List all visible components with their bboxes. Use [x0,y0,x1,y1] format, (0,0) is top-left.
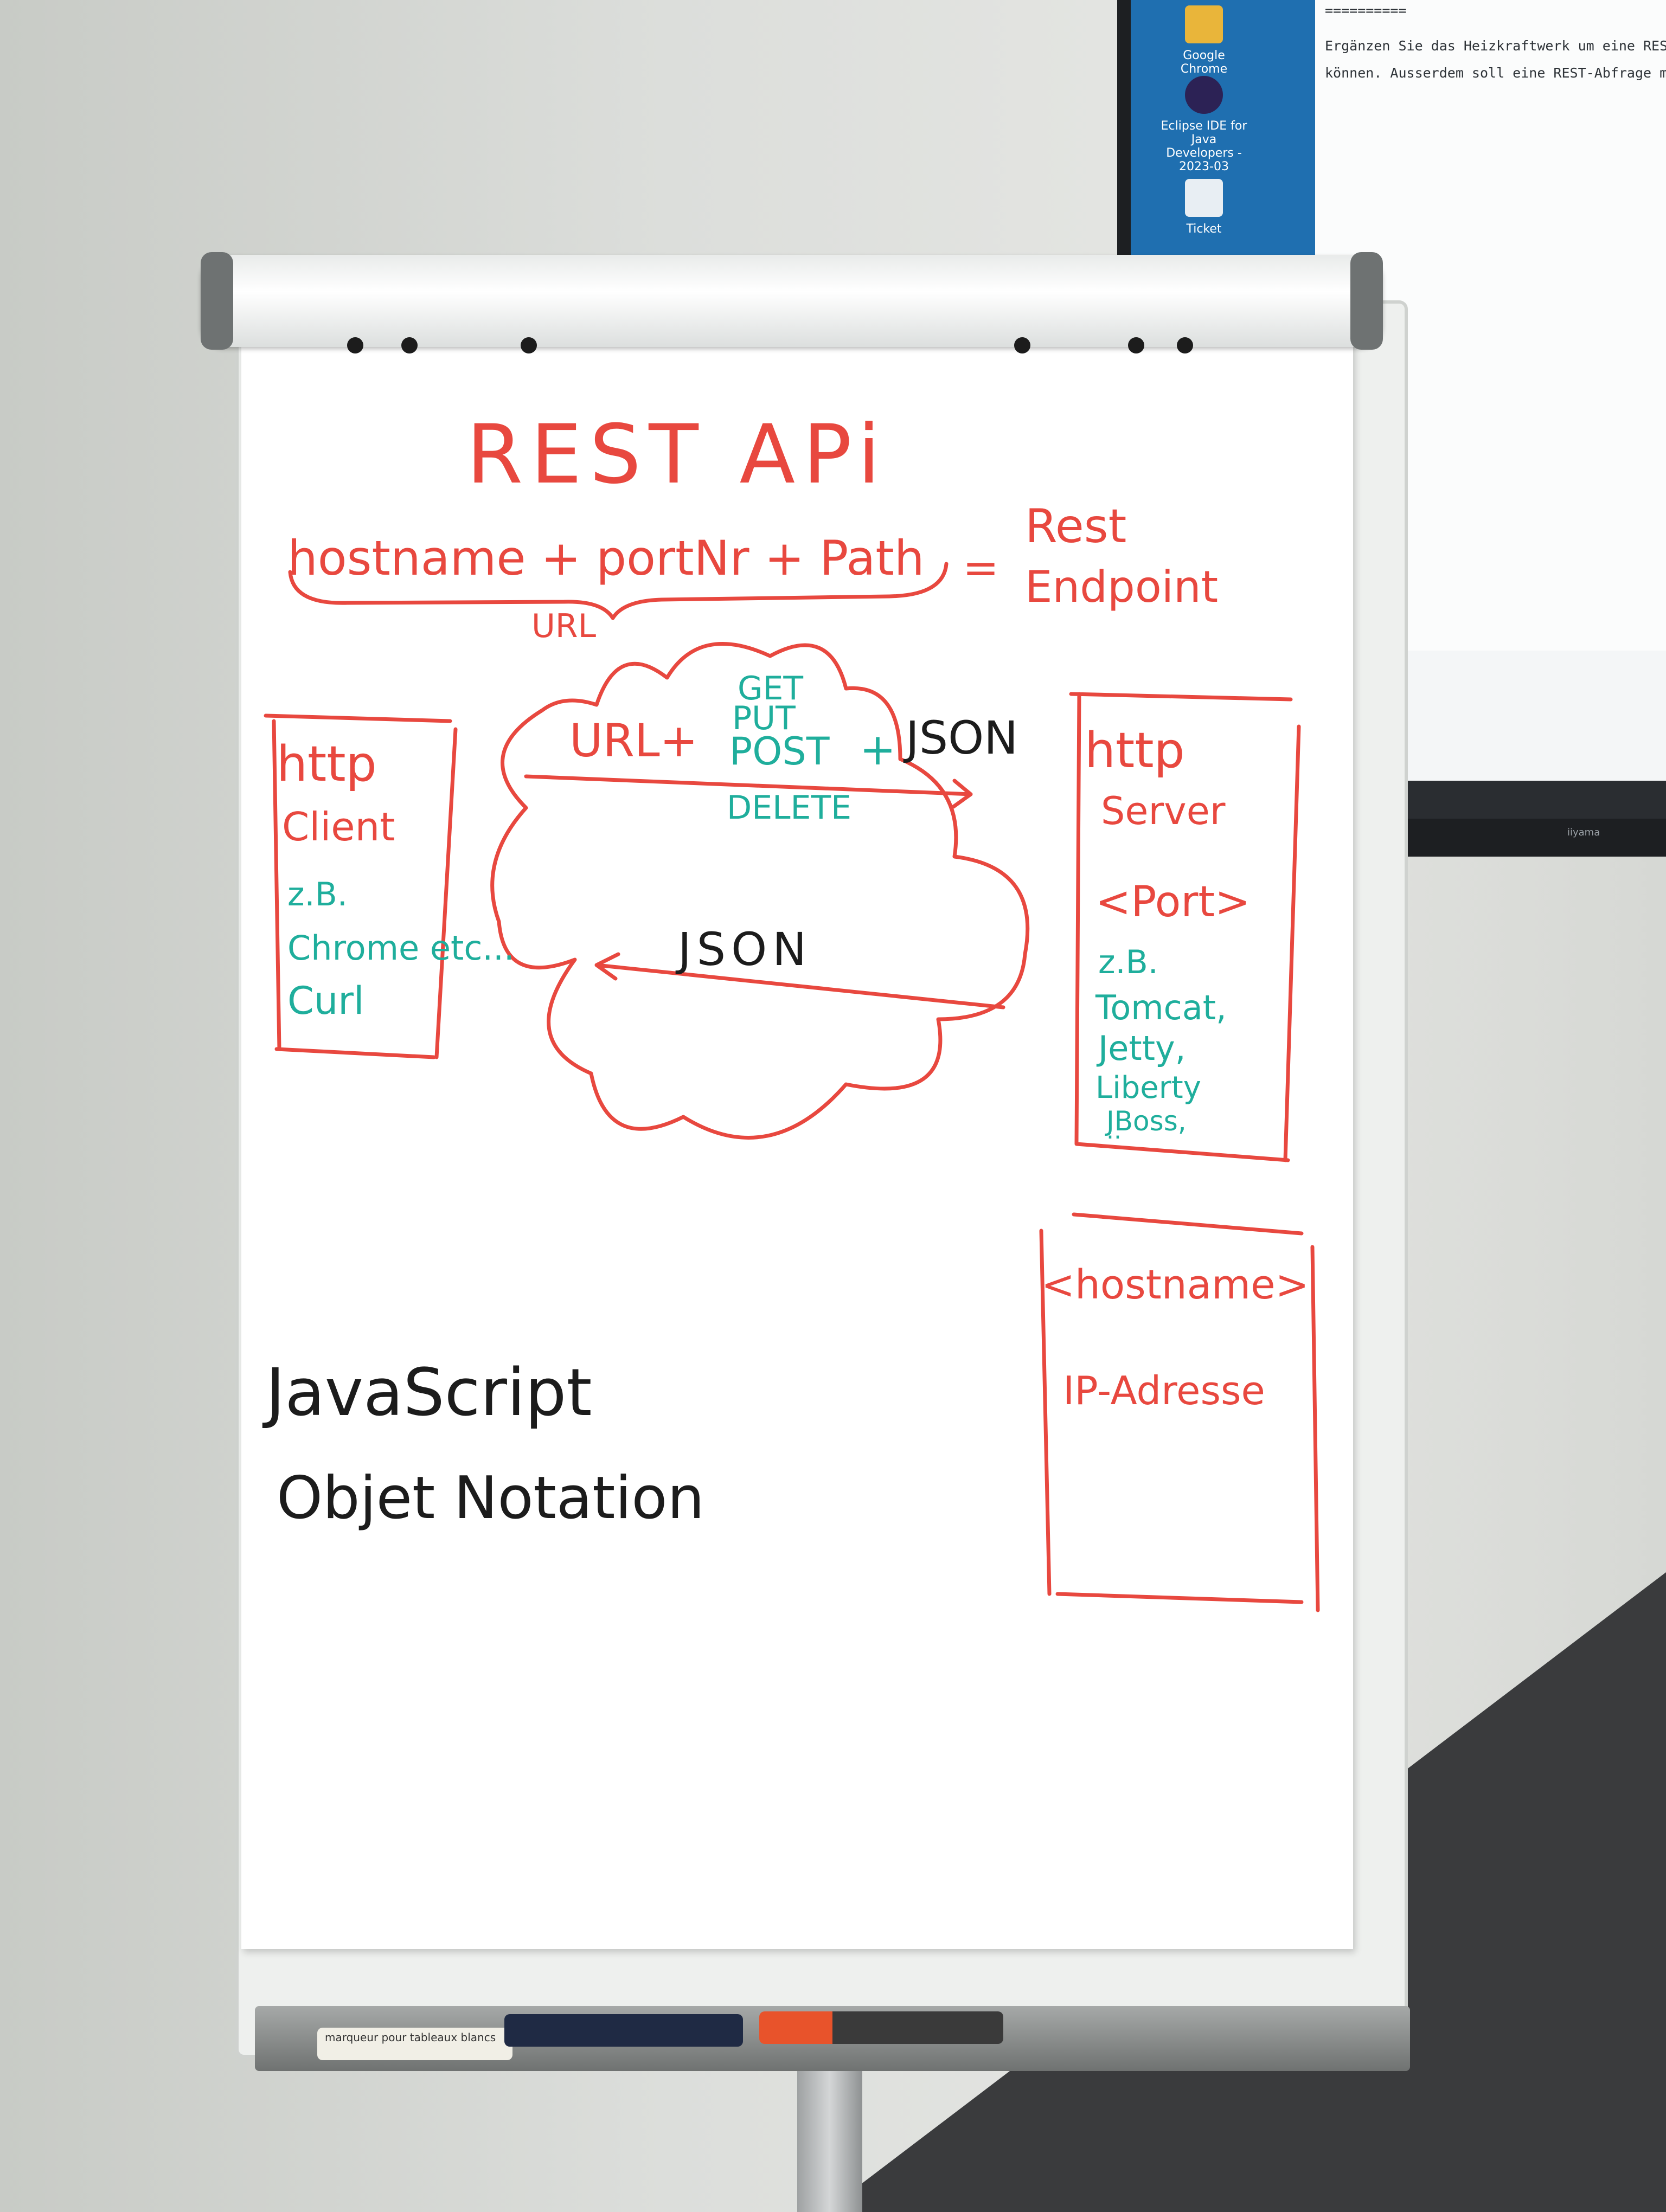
binding-hole [521,337,537,353]
marker-dark-blue [504,2014,743,2047]
formula-result-line1: Rest [1025,499,1126,554]
client-line1: http [277,736,377,793]
response-arrow [594,952,1005,1009]
server-box-outline [1069,692,1301,1162]
client-examples-intro: z.B. [287,876,348,914]
method-delete: DELETE [727,789,851,827]
file-icon [1185,179,1223,217]
json-expansion-line1: JavaScript [262,1355,592,1431]
server-examples-intro: z.B. [1098,943,1158,981]
binding-hole [347,337,363,353]
server-example: JBoss, [1105,1105,1187,1137]
editor-line: können. Ausserdem soll eine REST-Abfrage… [1325,65,1666,81]
binding-hole [1177,337,1193,353]
host-box-outline [1039,1212,1320,1612]
client-examples-2: Curl [287,979,364,1023]
method-put: PUT [732,699,796,737]
marker-white: marqueur pour tableaux blancs [317,2028,512,2060]
editor-line: ========== [1325,3,1407,18]
host-line1: <hostname> [1041,1262,1309,1308]
paper-roll [201,255,1383,347]
monitor-brand: iiyama [1567,827,1600,838]
client-line2: Client [282,804,395,850]
formula-text: hostname + portNr + Path [287,530,925,586]
binding-hole [401,337,418,353]
response-payload: JSON [675,923,812,976]
client-examples-1: Chrome etc... [287,928,515,968]
roll-cap-right [1350,252,1383,350]
binding-hole [1014,337,1030,353]
server-example: Jetty, [1096,1028,1186,1068]
server-example: Tomcat, [1095,988,1227,1027]
cloud-outline [490,642,1030,1140]
marker-label: marqueur pour tableaux blancs [325,2031,496,2044]
request-arrow [524,774,973,809]
request-payload: JSON [903,711,1018,764]
brace-label: URL [531,607,597,645]
binding-hole [1128,337,1144,353]
marker-orange [759,2011,1003,2044]
server-port: <Port> [1095,878,1250,927]
request-plus: + [860,724,896,775]
title: REST APi [466,408,888,502]
desktop-icon-label: Ticket [1186,222,1222,236]
formula-equals: = [963,543,999,593]
server-line2: Server [1101,789,1226,833]
client-box-outline [264,713,458,1059]
server-example: .. [1106,1117,1122,1144]
formula-result-line2: Endpoint [1025,562,1218,612]
server-line1: http [1085,722,1185,779]
editor-line: Ergänzen Sie das Heizkraftwerk um eine R… [1325,38,1666,54]
url-brace [288,562,949,620]
roll-cap-left [201,252,233,350]
desktop-icon-label: Google Chrome [1180,49,1228,76]
host-line2: IP-Adresse [1063,1368,1265,1413]
json-expansion-line2: Objet Notation [277,1464,704,1532]
method-post: POST [729,729,830,774]
chrome-icon [1185,5,1223,43]
server-example: Liberty [1095,1070,1201,1105]
method-get: GET [738,670,803,708]
eclipse-icon [1185,76,1223,114]
desktop-icon-label: Eclipse IDE for Java Developers - 2023-0… [1161,119,1247,173]
request-url: URL+ [569,714,698,767]
